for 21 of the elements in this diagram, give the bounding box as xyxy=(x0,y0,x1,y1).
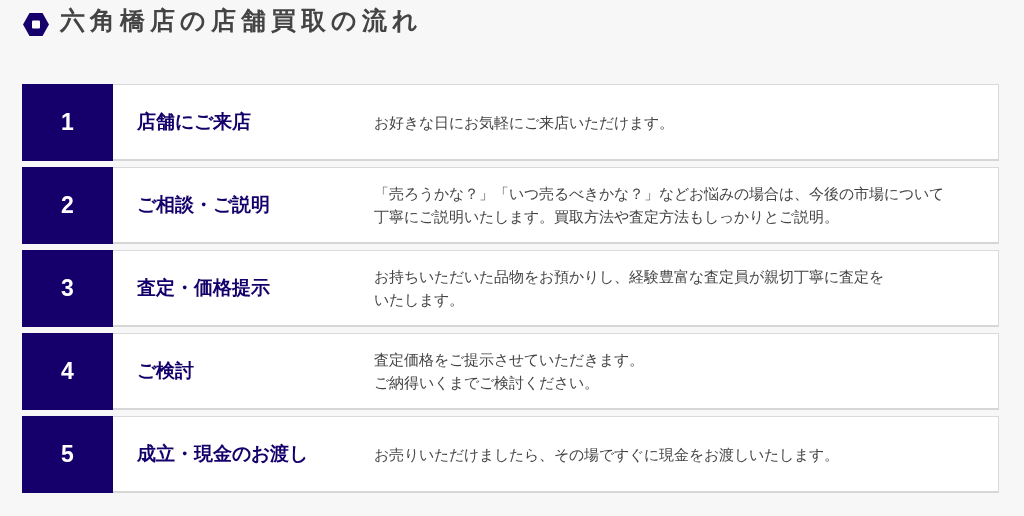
step-card xyxy=(22,167,999,244)
step-heading: 成立・現金のお渡し xyxy=(137,442,308,466)
step-description: 査定価格をご提示させていただきます。ご納得いくまでご検討ください。 xyxy=(374,350,645,393)
step-card xyxy=(22,250,999,327)
step-description: 「売ろうかな？」「いつ売るべきかな？」などお悩みの場合は、今後の市場について丁寧にご説明いたします。買取方法や査定方法もしっかりとご説明。 xyxy=(374,184,945,227)
step-number-box: 1 xyxy=(22,84,113,161)
step-heading: ご検討 xyxy=(137,359,194,383)
step-card xyxy=(22,333,999,410)
step-heading: ご相談・ご説明 xyxy=(137,193,270,217)
step-number-box: 2 xyxy=(22,167,113,244)
step-description: お好きな日にお気軽にご来店いただけます。 xyxy=(374,112,675,133)
step-heading: 査定・価格提示 xyxy=(137,276,270,300)
step-heading: 店舗にご来店 xyxy=(137,110,251,134)
step-number-box: 3 xyxy=(22,250,113,327)
step-description: お持ちいただいた品物をお預かりし、経験豊富な査定員が親切丁寧に査定をいたします。 xyxy=(374,267,885,310)
step-number-box: 5 xyxy=(22,416,113,493)
step-number-box: 4 xyxy=(22,333,113,410)
step-card xyxy=(22,84,999,161)
step-description: お売りいただけましたら、その場ですぐに現金をお渡しいたします。 xyxy=(374,444,840,465)
title: 六角橋店の店舗買取の流れ xyxy=(60,5,423,36)
step-card xyxy=(22,416,999,493)
